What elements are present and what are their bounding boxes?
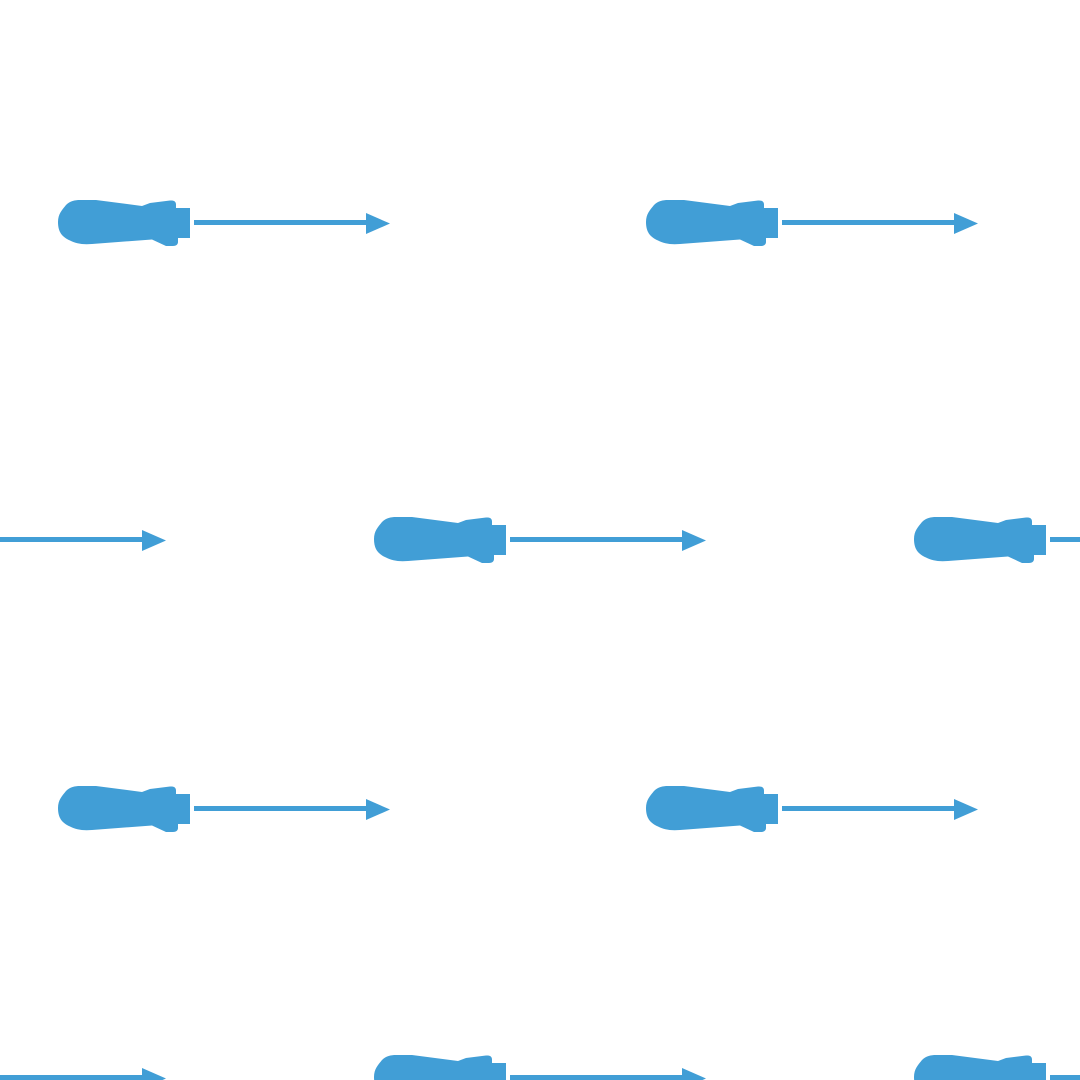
screwdriver-icon <box>646 786 978 832</box>
screwdriver-icon <box>374 517 706 563</box>
screwdriver-icon <box>0 517 166 563</box>
screwdriver-icon <box>58 786 390 832</box>
screwdriver-icon <box>374 1055 706 1080</box>
screwdriver-icon <box>58 200 390 246</box>
screwdriver-icon <box>646 200 978 246</box>
screwdriver-icon <box>0 1055 166 1080</box>
screwdriver-icon <box>914 1055 1080 1080</box>
screwdriver-icon <box>914 517 1080 563</box>
